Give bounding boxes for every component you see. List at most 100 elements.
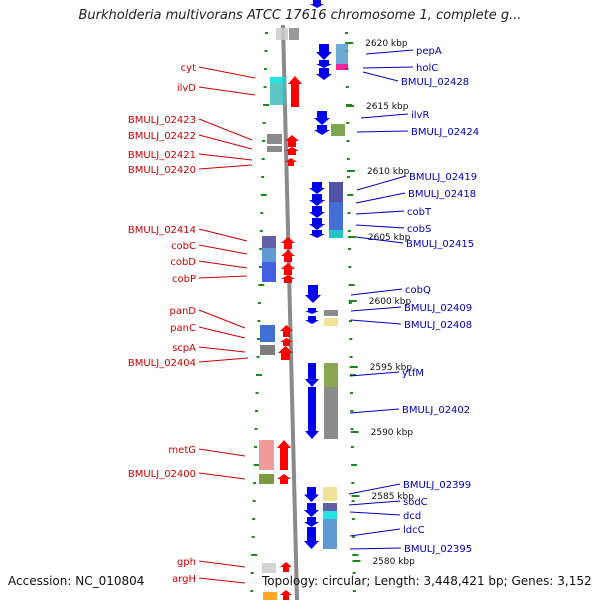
gene-arrow-forward xyxy=(281,250,295,262)
ruler-tick xyxy=(345,32,348,34)
ruler-tick xyxy=(345,86,349,88)
left-gene-label: cobC xyxy=(171,241,196,252)
leader-line xyxy=(198,164,253,170)
ruler-tick xyxy=(351,518,355,520)
leader-line xyxy=(356,130,409,133)
ruler-tick xyxy=(346,158,350,160)
gene-arrow-forward xyxy=(281,275,295,283)
ruler-tick xyxy=(264,68,268,70)
gene-arrow-forward xyxy=(285,158,297,166)
leader-line xyxy=(198,560,246,568)
right-gene-label: holC xyxy=(416,63,438,74)
right-gene-label: cobQ xyxy=(405,285,431,296)
right-gene-label: ldcC xyxy=(403,525,425,536)
kbp-tick-label: 2620 kbp xyxy=(365,39,408,49)
gene-block xyxy=(323,511,337,519)
gene-arrow-reverse xyxy=(309,218,325,230)
gene-block xyxy=(329,230,343,238)
gene-block xyxy=(267,134,282,144)
ruler-tick xyxy=(347,212,351,214)
left-gene-label: BMULJ_02414 xyxy=(128,225,196,236)
ruler-tick xyxy=(253,464,260,466)
gene-block xyxy=(262,236,276,248)
gene-block xyxy=(324,318,338,326)
right-gene-label: BMULJ_02399 xyxy=(403,480,471,491)
ruler-tick xyxy=(263,104,270,106)
gene-arrow-reverse xyxy=(304,517,319,527)
right-gene-label: BMULJ_02419 xyxy=(409,172,477,183)
ruler-tick xyxy=(262,140,266,142)
ruler-tick xyxy=(346,122,350,124)
leader-line xyxy=(198,346,246,353)
ruler-tick xyxy=(259,230,263,232)
gene-block xyxy=(336,64,348,70)
leader-line xyxy=(198,66,256,79)
leader-line xyxy=(198,357,249,363)
ruler-tick xyxy=(258,284,265,286)
gene-arrow-forward xyxy=(280,325,293,337)
leader-line xyxy=(198,309,246,329)
ruler-tick xyxy=(352,554,359,556)
ruler-tick xyxy=(256,338,260,340)
gene-arrow-reverse xyxy=(309,230,325,238)
ruler-tick xyxy=(253,482,257,484)
gene-block xyxy=(267,146,282,152)
right-gene-label: BMULJ_02402 xyxy=(402,405,470,416)
ruler-tick xyxy=(257,320,261,322)
ruler-tick xyxy=(251,536,255,538)
kbp-tick-label: 2590 kbp xyxy=(371,428,414,438)
left-gene-label: scpA xyxy=(172,343,196,354)
left-gene-label: BMULJ_02420 xyxy=(128,165,196,176)
gene-arrow-forward xyxy=(285,147,299,155)
kbp-tick-label: 2605 kbp xyxy=(368,233,411,243)
gene-arrow-reverse xyxy=(305,363,319,387)
gene-arrow-reverse xyxy=(304,527,319,549)
ruler-tick xyxy=(348,248,352,250)
right-gene-label: sodC xyxy=(403,497,428,508)
kbp-tick-label: 2595 kbp xyxy=(370,363,413,373)
gene-block xyxy=(289,28,299,40)
ruler-tick xyxy=(251,554,258,556)
gene-block xyxy=(323,519,337,549)
ruler-tick xyxy=(347,230,351,232)
right-gene-label: ilvR xyxy=(411,110,429,121)
ruler-tick xyxy=(264,50,268,52)
leader-line xyxy=(362,66,414,69)
leader-line xyxy=(350,288,403,296)
leader-line xyxy=(349,371,400,377)
leader-line xyxy=(198,448,246,457)
ruler-tick xyxy=(255,374,262,376)
leader-line xyxy=(198,326,246,339)
leader-line xyxy=(350,319,402,325)
ruler-tick xyxy=(255,392,259,394)
ruler-tick xyxy=(350,446,354,448)
ruler-tick xyxy=(350,410,354,412)
leader-line xyxy=(348,500,401,506)
gene-arrow-forward xyxy=(280,338,293,346)
leader-line xyxy=(198,153,253,161)
ruler-tick xyxy=(349,320,353,322)
gene-block xyxy=(260,325,275,342)
ruler-tick xyxy=(349,356,353,358)
ruler-tick xyxy=(352,572,356,574)
ruler-tick xyxy=(346,140,350,142)
kbp-tick-label: 2610 kbp xyxy=(367,167,410,177)
map-title: Burkholderia multivorans ATCC 17616 chro… xyxy=(78,8,522,23)
gene-block xyxy=(259,440,274,470)
leader-line xyxy=(349,528,401,537)
right-gene-label: dcd xyxy=(403,511,421,522)
right-gene-label: BMULJ_02395 xyxy=(404,544,472,555)
leader-line xyxy=(348,483,401,495)
left-gene-label: metG xyxy=(168,445,196,456)
leader-line xyxy=(198,228,248,242)
gene-block xyxy=(324,363,338,387)
gene-block xyxy=(329,202,343,230)
right-gene-label: pepA xyxy=(416,46,442,57)
gene-blocks xyxy=(259,28,348,600)
gene-block xyxy=(262,262,276,282)
right-gene-label: BMULJ_02418 xyxy=(408,189,476,200)
gene-block xyxy=(329,182,343,202)
gene-arrow-forward xyxy=(288,76,302,107)
left-gene-label: cyt xyxy=(181,63,196,74)
right-gene-label: cobT xyxy=(407,207,432,218)
